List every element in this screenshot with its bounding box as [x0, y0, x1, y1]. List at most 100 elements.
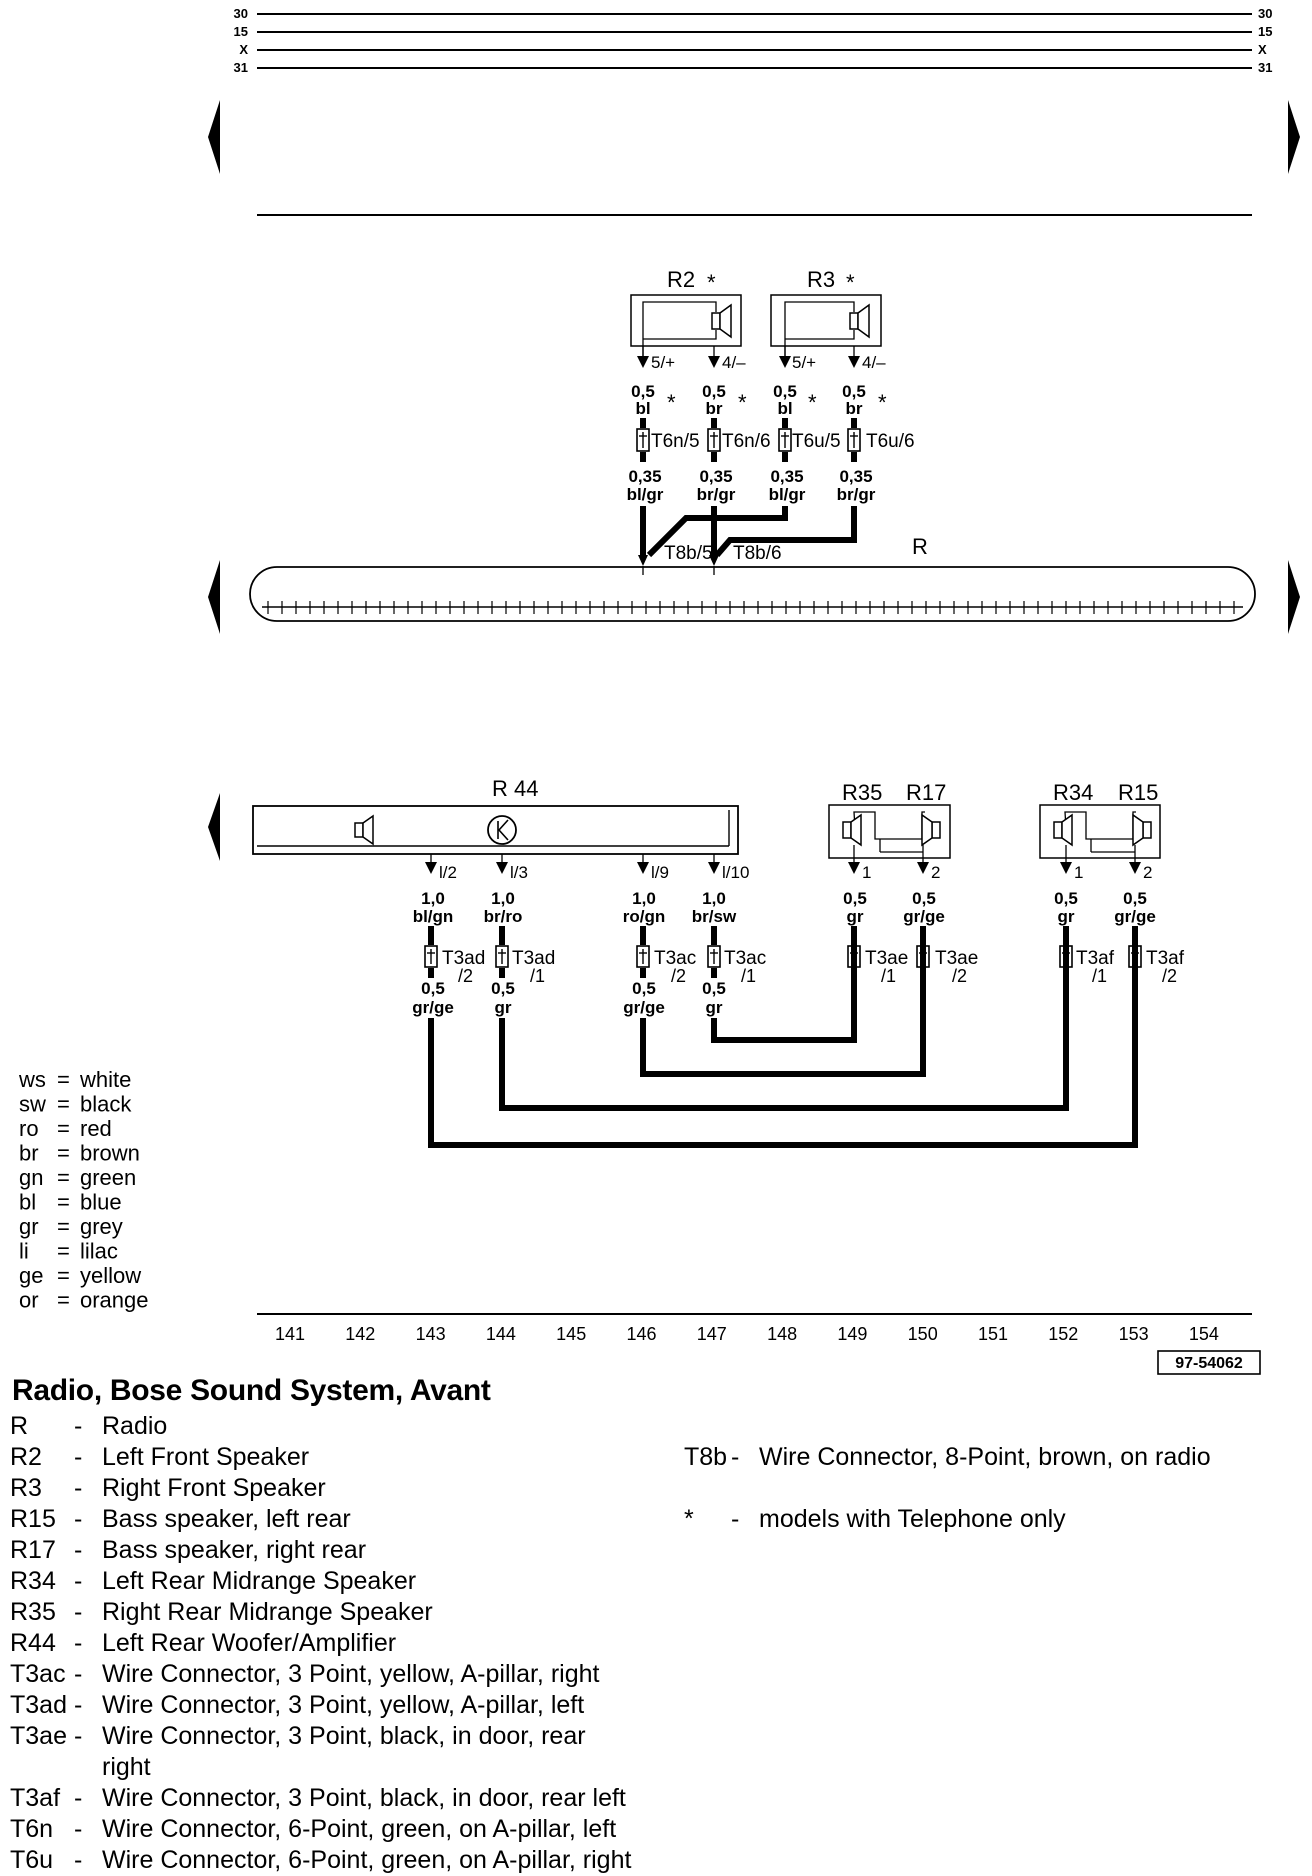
- color-legend-code: br: [19, 1141, 39, 1166]
- radio-pin-ticks: [267, 601, 1235, 614]
- legend-code: R: [10, 1412, 29, 1440]
- legend-dash: -: [74, 1443, 83, 1471]
- legend-description: Right Rear Midrange Speaker: [102, 1598, 433, 1626]
- speaker-icon: [850, 813, 862, 847]
- legend-dash: -: [74, 1784, 83, 1812]
- component-label: R: [912, 534, 928, 559]
- track-number: 144: [486, 1324, 516, 1344]
- pin-label: l/3: [510, 863, 528, 882]
- speaker-icon: [711, 312, 721, 330]
- component-label: R2: [667, 267, 695, 292]
- legend-dash: -: [74, 1815, 83, 1843]
- continue-left-arrow-icon: [208, 100, 220, 174]
- color-legend-code: bl: [19, 1190, 36, 1215]
- connector-pin-label: /1: [530, 966, 545, 986]
- connector-label: T3ae: [865, 948, 908, 969]
- legend-dash: -: [74, 1629, 83, 1657]
- color-legend-eq: =: [57, 1116, 70, 1141]
- track-number: 145: [556, 1324, 586, 1344]
- speaker-icon: [931, 821, 941, 839]
- connector-icon: [495, 945, 509, 968]
- track-number: 150: [908, 1324, 938, 1344]
- pin-label: 4/–: [722, 353, 746, 372]
- legend-code: T6n: [10, 1815, 54, 1843]
- color-legend-code: sw: [19, 1092, 46, 1117]
- speaker-r3: R3 *: [770, 267, 882, 364]
- rear-wire-stubs: [428, 926, 1138, 978]
- pin-label: 5/+: [651, 353, 675, 372]
- track-number: 148: [767, 1324, 797, 1344]
- color-legend-name: orange: [80, 1288, 149, 1313]
- connector-pin-label: /2: [671, 966, 686, 986]
- speaker-icon: [1061, 813, 1073, 847]
- legend-code: R2: [10, 1443, 42, 1471]
- speaker-icon: [1053, 821, 1063, 839]
- color-legend-name: black: [80, 1092, 132, 1117]
- doc-id-box: [1157, 1350, 1261, 1375]
- wire-color: br/gr: [837, 485, 876, 504]
- telephone-only-mark: *: [667, 390, 676, 415]
- legend-dash: -: [74, 1567, 83, 1595]
- wire-color: ro/gn: [623, 907, 666, 926]
- track-number: 153: [1119, 1324, 1149, 1344]
- connector-pin-label: /2: [458, 966, 473, 986]
- track-number: 152: [1048, 1324, 1078, 1344]
- rear-wires: [428, 945, 1138, 1148]
- color-legend-name: grey: [80, 1214, 123, 1239]
- pin-label: l/9: [651, 863, 669, 882]
- color-legend-eq: =: [57, 1165, 70, 1190]
- connector-label: T6u/5: [792, 431, 841, 452]
- wire-gauge: 0,5: [1054, 889, 1078, 908]
- connector-label: T6u/6: [866, 431, 915, 452]
- wire-color: gr/ge: [903, 907, 945, 926]
- color-legend-name: red: [80, 1116, 112, 1141]
- wire-gauge: 1,0: [421, 889, 445, 908]
- connector-label: T6n/5: [651, 431, 700, 452]
- wire-color: bl: [635, 399, 650, 418]
- pin-label: l/2: [439, 863, 457, 882]
- wire-color-legend: ws=whitesw=blackro=redbr=browngn=greenbl…: [18, 1067, 149, 1313]
- color-legend-code: ws: [18, 1067, 46, 1092]
- telephone-only-mark: *: [808, 390, 817, 415]
- track-number: 151: [978, 1324, 1008, 1344]
- legend-code: T3ae: [10, 1722, 67, 1750]
- speaker-icon: [1132, 813, 1144, 847]
- wire-color: bl: [777, 399, 792, 418]
- track-number: 147: [697, 1324, 727, 1344]
- power-rails: 30 15 X 31 30 15 X 31: [234, 6, 1273, 75]
- legend-code: T3ac: [10, 1660, 66, 1688]
- rail-label-left: 31: [234, 60, 248, 75]
- legend-code: R44: [10, 1629, 56, 1657]
- legend-code: T3af: [10, 1784, 61, 1812]
- telephone-only-mark: *: [738, 390, 747, 415]
- wire-gauge: 0,5: [702, 979, 726, 998]
- pin-label: 5/+: [792, 353, 816, 372]
- legend-code: R3: [10, 1474, 42, 1502]
- component-label: R 44: [492, 776, 538, 801]
- pin-label: 1: [1074, 863, 1083, 882]
- color-legend-code: gn: [19, 1165, 43, 1190]
- legend-code: *: [684, 1505, 694, 1533]
- legend-code: T6u: [10, 1846, 54, 1874]
- telephone-only-mark: *: [878, 390, 887, 415]
- component-legend-extra: T8b-Wire Connector, 8-Point, brown, on r…: [684, 1442, 1304, 1533]
- wire-gauge: 0,5: [631, 382, 655, 401]
- continue-right-arrow-icon: [1288, 100, 1300, 174]
- telephone-only-mark: *: [707, 270, 716, 295]
- pin-arrow-icon: [496, 862, 508, 874]
- color-legend-code: gr: [19, 1214, 39, 1239]
- legend-dash: -: [74, 1691, 83, 1719]
- pin-label: 4/–: [862, 353, 886, 372]
- track-number: 146: [626, 1324, 656, 1344]
- front-speaker-pins: 5/+ 4/– 5/+ 4/–: [637, 346, 886, 372]
- legend-description: Wire Connector, 3 Point, black, in door,…: [102, 1722, 586, 1750]
- radio-pin-label: T8b/6: [733, 543, 782, 564]
- wire-gauge: 1,0: [491, 889, 515, 908]
- pin-label: 2: [931, 863, 940, 882]
- front-wire-stubs: [640, 418, 857, 462]
- track-number: 141: [275, 1324, 305, 1344]
- pin-arrow-icon: [848, 862, 860, 874]
- telephone-only-mark: *: [846, 270, 855, 295]
- page-title: Radio, Bose Sound System, Avant: [12, 1374, 491, 1407]
